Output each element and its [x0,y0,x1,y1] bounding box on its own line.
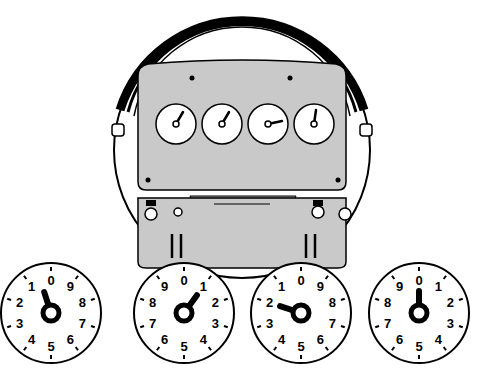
dial-number: 8 [329,296,336,309]
dial-number: 6 [317,333,324,346]
dial-number: 4 [278,333,285,346]
dial-number: 8 [79,296,86,309]
dial-number: 7 [329,317,336,330]
dial-number: 9 [317,280,324,293]
dial-number: 5 [180,340,187,353]
meter-dial: 012 34567 89 [250,262,352,364]
dial-number: 1 [200,280,207,293]
dial-number: 6 [396,333,403,346]
dial-number: 2 [266,296,273,309]
dial-number: 0 [297,274,304,287]
dial-number: 2 [447,296,454,309]
dial-number: 4 [435,333,442,346]
dial-number: 3 [16,317,23,330]
dial-number: 3 [212,317,219,330]
dial-number: 4 [28,333,35,346]
dial-number: 9 [396,280,403,293]
dial-number: 9 [67,280,74,293]
dial-number: 5 [297,340,304,353]
dial-number: 1 [435,280,442,293]
dial-number: 8 [384,296,391,309]
dial-number: 3 [447,317,454,330]
dial-number: 8 [149,296,156,309]
dial-number: 6 [67,333,74,346]
dial-number: 4 [200,333,207,346]
dial-number: 5 [415,340,422,353]
dial-number: 7 [149,317,156,330]
meter-dial: 012 34567 89 [368,262,470,364]
dial-number: 9 [161,280,168,293]
meter-dial: 012 34567 89 [0,262,102,364]
dial-number: 2 [16,296,23,309]
dial-number: 0 [180,274,187,287]
dial-number: 0 [47,274,54,287]
dial-number: 0 [415,274,422,287]
dial-number: 2 [212,296,219,309]
dial-number: 3 [266,317,273,330]
dial-number: 1 [278,280,285,293]
meter-dial: 012 34567 89 [133,262,235,364]
dial-number: 6 [161,333,168,346]
dial-number: 1 [28,280,35,293]
dial-number: 7 [79,317,86,330]
dial-number: 7 [384,317,391,330]
dial-number: 5 [47,340,54,353]
